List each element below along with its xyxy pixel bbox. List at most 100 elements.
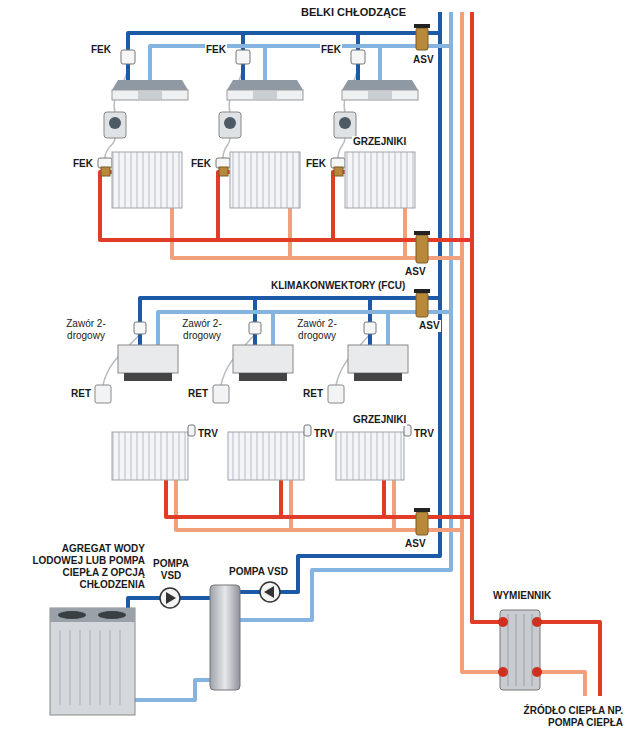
heating-supply-pipe — [166, 480, 472, 517]
chilled-supply-pipe — [180, 596, 210, 600]
radiator — [112, 432, 188, 480]
valve-label: Zawór 2-drogowy — [287, 318, 347, 342]
balancing-valve — [414, 231, 430, 235]
radiator — [112, 152, 182, 208]
valve-label: FEK — [90, 44, 112, 56]
radiator — [345, 152, 415, 208]
chiller-unit — [98, 611, 126, 619]
valve-label: ASV — [418, 320, 441, 332]
valve-label: ASV — [412, 54, 435, 66]
heat-exchanger — [524, 614, 525, 686]
heat-exchanger — [532, 617, 542, 627]
room-thermostat — [95, 112, 356, 403]
chiller-unit — [120, 630, 121, 705]
vsd-pump — [160, 588, 180, 608]
heating-return-pipe — [540, 672, 585, 696]
cooling-beam — [342, 80, 418, 90]
cooling-beam — [342, 90, 418, 100]
control-wire — [338, 138, 345, 158]
valve-body — [334, 167, 343, 176]
chilled-return-pipe — [135, 680, 210, 700]
heating-supply-pipe — [333, 172, 345, 240]
chilled-return-pipe — [378, 46, 382, 80]
valve-body — [219, 167, 228, 176]
radiator — [230, 152, 300, 208]
room-thermostat — [219, 112, 241, 138]
cooling-beam — [368, 91, 392, 99]
balancing-valve — [416, 293, 428, 317]
balancing-valve — [416, 28, 428, 50]
heating-supply-pipe — [472, 12, 500, 622]
balancing-valve — [414, 289, 430, 293]
equipment-label: WYMIENNIK — [492, 590, 552, 602]
heat-exchanger — [498, 667, 508, 677]
valve-label: ASV — [404, 266, 427, 278]
valve-actuator — [351, 50, 365, 64]
radiator — [336, 432, 404, 480]
heating-supply-pipe — [540, 622, 600, 696]
heating-return-pipe — [172, 12, 585, 696]
room-thermostat — [104, 112, 126, 138]
cooling-beam — [112, 80, 188, 90]
chiller-unit — [50, 608, 135, 715]
valve-label: FEK — [190, 158, 212, 170]
heating-return-pipe — [289, 480, 293, 530]
chiller-unit — [60, 630, 61, 705]
control-wire — [103, 64, 370, 385]
cooling-beam — [253, 91, 277, 99]
balancing-valve — [414, 24, 430, 535]
room-thermostat — [95, 385, 111, 403]
thermostat-label: RET — [70, 388, 92, 400]
chiller-unit — [90, 630, 91, 705]
thermostat-label: RET — [187, 388, 209, 400]
trv-head — [404, 425, 411, 436]
cooling-beam — [138, 91, 162, 99]
room-thermostat — [339, 117, 351, 129]
vsd-pump — [264, 586, 274, 598]
buffer-tank — [210, 585, 240, 690]
chiller-unit — [50, 608, 135, 715]
thermostat-label: RET — [302, 388, 324, 400]
valve-label: TRV — [313, 428, 335, 440]
cooling-beam — [112, 90, 188, 100]
equipment-label: POMPA VSD — [146, 558, 196, 582]
trv-head — [188, 425, 195, 436]
chiller-unit — [60, 630, 120, 705]
valve-label: FEK — [205, 44, 227, 56]
valve-label: FEK — [305, 158, 327, 170]
chilled-supply-pipe — [128, 33, 440, 80]
chilled-return-pipe — [271, 312, 275, 345]
valve-label: FEK — [72, 158, 94, 170]
balancing-valve — [414, 24, 430, 28]
valve-actuator — [134, 322, 146, 334]
heating-supply-pipe — [279, 480, 283, 517]
chiller-unit — [58, 611, 86, 619]
chilled-return-pipe — [263, 46, 267, 80]
heating-supply-pipe — [100, 12, 600, 696]
chilled-supply-pipe — [140, 298, 440, 345]
equipment-label: POMPA VSD — [228, 566, 289, 578]
chiller-unit — [70, 630, 71, 705]
room-thermostat — [109, 117, 121, 129]
heat-exchanger — [532, 614, 533, 686]
chiller-unit — [110, 630, 111, 705]
valve-label: FEK — [320, 44, 342, 56]
cooling-beam — [227, 90, 303, 100]
valve-label: Zawór 2-drogowy — [172, 318, 232, 342]
heat-exchanger — [516, 614, 517, 686]
fan-coil-unit — [348, 345, 408, 373]
chiller-unit — [50, 608, 135, 622]
radiator — [228, 432, 304, 480]
chilled-return-pipe — [158, 312, 451, 345]
cooling-beam — [227, 80, 303, 90]
heat-exchanger — [498, 610, 542, 690]
control-wire — [223, 138, 230, 158]
valve-actuator — [249, 322, 261, 334]
heat-exchanger — [508, 614, 532, 686]
room-thermostat — [213, 385, 229, 403]
chilled-return-pipe — [150, 46, 451, 80]
section-label: KLIMAKONWEKTORY (FCU) — [270, 280, 406, 292]
vsd-pump — [260, 582, 280, 602]
